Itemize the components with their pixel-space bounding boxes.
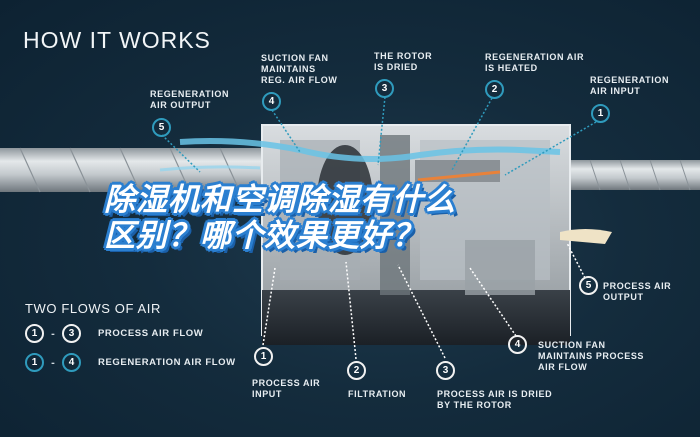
legend-end-number: 4 [62,353,81,372]
callout-label-rotor-dried: THE ROTOR IS DRIED [374,51,433,72]
legend-start-number: 1 [25,353,44,372]
process-air-output-flow [560,229,612,244]
callout-number-5-top: 5 [152,118,171,137]
callout-label-regeneration-air-input: REGENERATION AIR INPUT [590,75,670,96]
callout-number-4-bottom: 4 [508,335,527,354]
callout-label-suction-fan-process: SUCTION FAN MAINTAINS PROCESS AIR FLOW [538,340,645,372]
callout-label-process-air-input: PROCESS AIR INPUT [252,378,321,399]
callout-number-1-top: 1 [591,104,610,123]
regeneration-leader-lines [161,96,597,176]
machine-body [261,124,571,345]
left-duct [0,147,280,193]
legend-title: TWO FLOWS OF AIR [25,301,161,316]
legend-dash: - [51,327,55,340]
callout-number-3-bottom: 3 [436,361,455,380]
legend-row-process-air-flow: 1 - 3 PROCESS AIR FLOW [25,324,203,343]
legend-label: REGENERATION AIR FLOW [98,357,236,368]
callout-label-filtration: FILTRATION [348,389,407,399]
overlay-headline-line-2: 区别？哪个效果更好？ [104,218,424,254]
callout-number-4-top: 4 [262,92,281,111]
callout-number-5-bottom: 5 [579,276,598,295]
callout-number-1-bottom: 1 [254,347,273,366]
legend-label: PROCESS AIR FLOW [98,328,204,339]
legend-start-number: 1 [25,324,44,343]
callout-label-regeneration-heated: REGENERATION AIR IS HEATED [485,52,585,73]
page-title: HOW IT WORKS [23,27,211,53]
callout-number-3-top: 3 [375,79,394,98]
overlay-headline: 除湿机和空调除湿有什么 区别？哪个效果更好？ [104,182,624,254]
right-duct [565,159,700,191]
heater-element [417,170,501,182]
callout-label-process-air-output: PROCESS AIR OUTPUT [603,281,672,302]
callout-label-process-air-dried: PROCESS AIR IS DRIED BY THE ROTOR [437,389,553,410]
legend-row-regeneration-air-flow: 1 - 4 REGENERATION AIR FLOW [25,353,236,372]
legend-dash: - [51,356,55,369]
callout-label-regeneration-air-output: REGENERATION AIR OUTPUT [150,89,230,110]
callout-number-2-top: 2 [485,80,504,99]
callout-label-suction-fan-reg: SUCTION FAN MAINTAINS REG. AIR FLOW [261,53,338,85]
legend-end-number: 3 [62,324,81,343]
regeneration-airflow [179,138,561,162]
overlay-headline-line-1: 除湿机和空调除湿有什么 [104,182,456,218]
process-leader-lines [262,242,586,360]
callout-number-2-bottom: 2 [347,361,366,380]
